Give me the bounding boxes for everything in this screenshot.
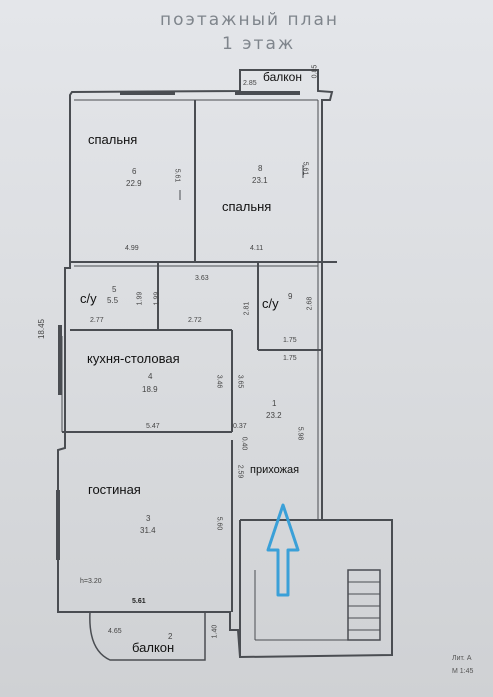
dim: 2.59 [236,464,244,479]
dim: 2.72 [188,317,202,324]
room-area-5: 5.5 [107,296,119,305]
dim: 0.37 [233,423,247,430]
dim: 3.65 [236,374,244,389]
room-label-bedroom-right: спальня [222,199,272,214]
dim: 1.40 [211,624,219,639]
room-area-1: 23.2 [266,411,282,420]
sheet-stamp-line1: Лит. А [452,655,472,662]
dim: 2.81 [243,301,251,316]
room-label-kitchen: кухня-столовая [87,351,180,366]
dim: 1.75 [283,355,297,362]
room-num-2: 2 [168,632,173,641]
dim: 5.61 [301,161,309,176]
room-num-6: 6 [132,167,137,176]
sheet-stamp-line2: М 1:45 [452,668,474,675]
room-num-8: 8 [258,164,263,173]
dim: 5.61 [173,168,181,183]
dim: 1.75 [283,337,297,344]
dim: 0.85 [311,64,319,79]
dim: h=3.20 [80,578,102,585]
room-label-balcony-bottom: балкон [132,640,175,655]
room-area-6: 22.9 [126,179,142,188]
dim: 1.99 [136,291,144,306]
room-label-balcony-top: балкон [263,70,302,84]
entry-arrow [266,503,300,597]
dim: 4.11 [250,245,264,252]
dim: 2.85 [243,80,257,87]
room-label-wc-left: с/у [80,291,97,306]
plan-title: поэтажный план [160,10,339,30]
room-area-8: 23.1 [252,176,268,185]
dim: 3.63 [195,275,209,282]
room-label-living: гостиная [88,482,141,497]
room-num-5: 5 [112,285,117,294]
room-num-4: 4 [148,372,153,381]
room-num-1: 1 [272,399,277,408]
dim: 5.98 [296,426,304,441]
room-label-bedroom-left: спальня [88,132,138,147]
room-area-4: 18.9 [142,385,158,394]
dim: 2.68 [306,296,314,311]
dim: 3.46 [215,374,223,389]
floor-title: 1 этаж [222,34,296,54]
room-label-wc-right: с/у [262,296,279,311]
dim: 5.61 [132,598,146,605]
dim: 18.45 [37,318,47,340]
dim: 5.47 [146,423,160,430]
dim: 4.65 [108,628,122,635]
dim: 2.77 [90,317,104,324]
dim: 0.40 [240,436,248,451]
dim: 1.99 [153,291,161,306]
dim: 4.99 [125,245,139,252]
room-area-3: 31.4 [140,526,156,535]
outer-wall [57,69,393,659]
room-num-3: 3 [146,514,151,523]
room-num-9: 9 [288,292,293,301]
room-label-hall: прихожая [250,464,300,476]
dim: 5.60 [215,516,223,531]
